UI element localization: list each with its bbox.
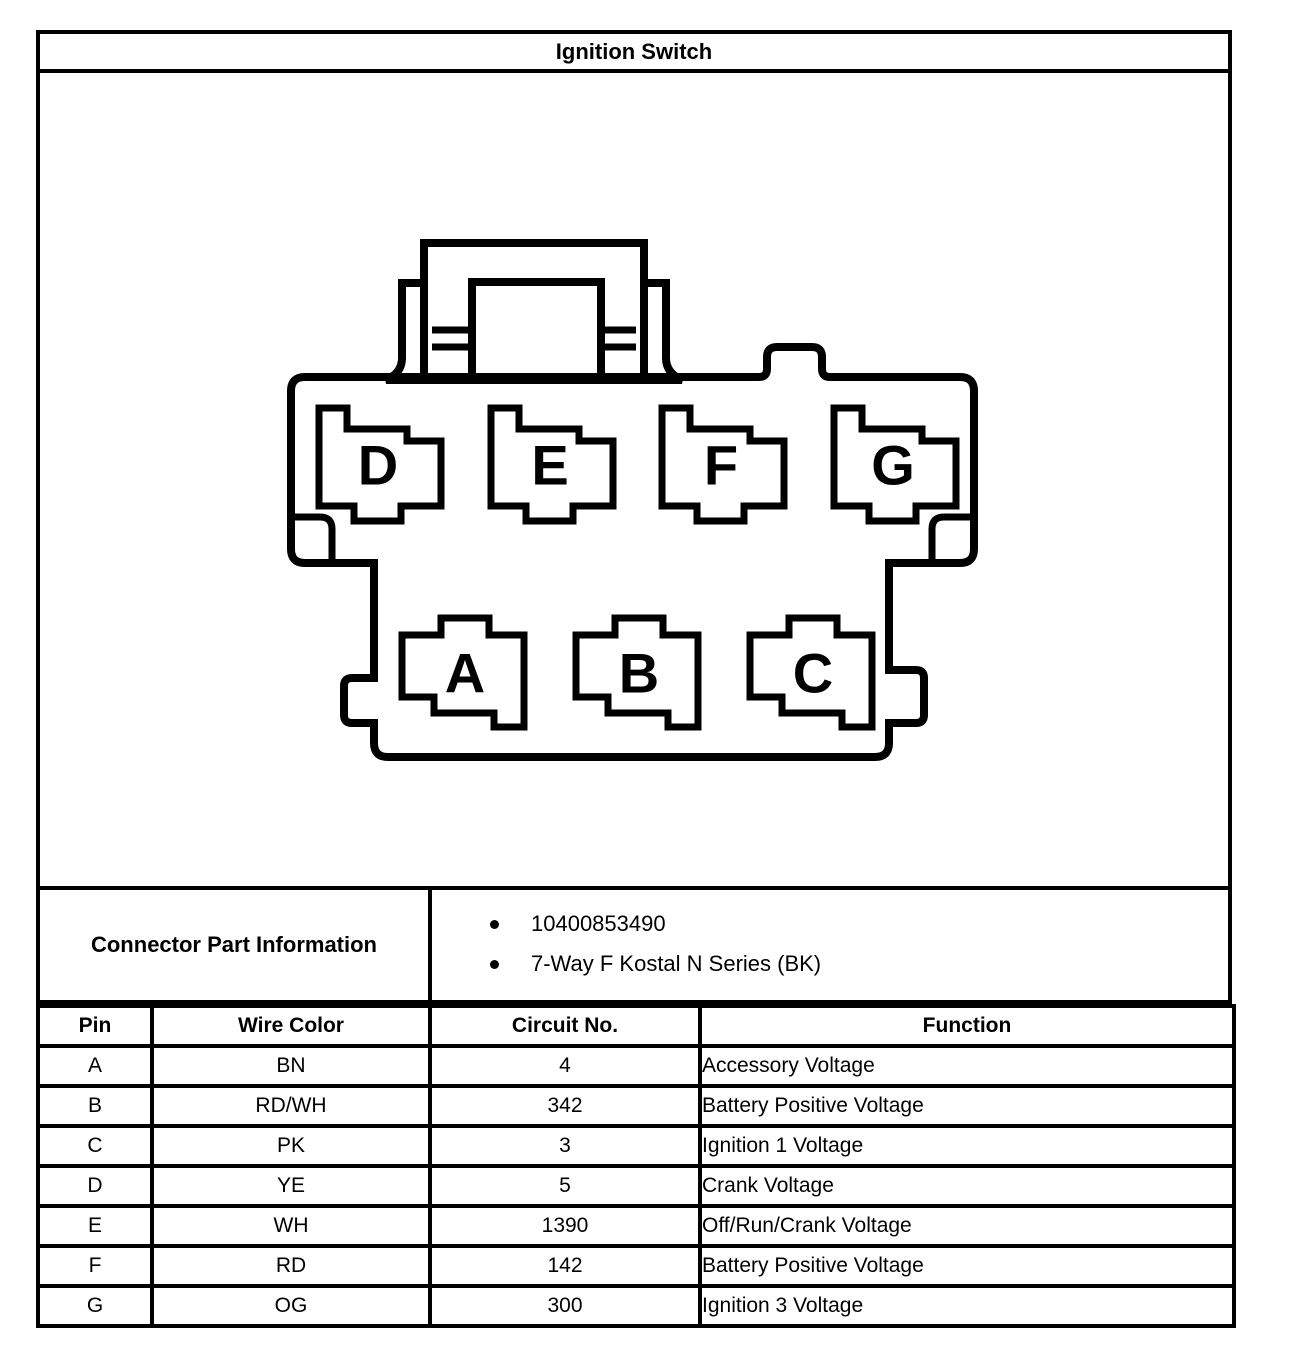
pin-label: B [619,642,659,705]
document-title-bar: Ignition Switch [36,30,1232,73]
header-pin: Pin [36,1004,154,1048]
pin-table-header-row: Pin Wire Color Circuit No. Function [36,1004,1236,1048]
bullet-item: 10400853490 [490,904,1228,944]
table-cell: G [36,1284,154,1328]
header-function: Function [698,1004,1236,1048]
pin-cavity-shape [746,614,876,731]
pin-label: F [704,434,738,497]
connector-part-info-label-cell: Connector Part Information [40,890,432,1000]
pin-label: A [445,642,485,705]
pin-cavity-shape [487,404,617,525]
connector-part-info-values-cell: 10400853490 7-Way F Kostal N Series (BK) [432,890,1228,1000]
table-cell: 3 [428,1124,702,1168]
pin-cavity-shape [830,404,960,525]
table-cell: Battery Positive Voltage [698,1084,1236,1128]
pin-label: E [531,434,568,497]
table-cell: 300 [428,1284,702,1328]
table-cell: RD/WH [150,1084,432,1128]
pin-F: F [658,404,788,525]
corner-key-right [928,513,974,563]
table-cell: Battery Positive Voltage [698,1244,1236,1288]
connector-part-info-row: Connector Part Information 10400853490 7… [36,890,1232,1004]
table-cell: C [36,1124,154,1168]
table-cell: 5 [428,1164,702,1208]
document-title: Ignition Switch [555,38,713,64]
table-cell: B [36,1084,154,1128]
bullet-icon [490,959,499,969]
header-wire-color: Wire Color [150,1004,432,1048]
pin-cavity-shape [315,404,445,525]
table-cell: RD [150,1244,432,1288]
table-cell: OG [150,1284,432,1328]
table-cell: Accessory Voltage [698,1044,1236,1088]
table-cell: BN [150,1044,432,1088]
corner-key-left [291,513,336,563]
bullet-item: 7-Way F Kostal N Series (BK) [490,944,1228,984]
connector-series: 7-Way F Kostal N Series (BK) [531,951,822,976]
connector-diagram-svg: D E F G A B C [287,239,978,761]
table-cell: PK [150,1124,432,1168]
pin-D: D [315,404,445,525]
table-cell: YE [150,1164,432,1208]
pin-cavity-shape [572,614,702,731]
pin-label: G [871,434,915,497]
table-cell: E [36,1204,154,1248]
pin-label: D [358,434,398,497]
pin-E: E [487,404,617,525]
connector-body-outline [287,343,978,761]
bullet-icon [490,919,499,929]
pin-B: B [572,614,702,731]
table-cell: Crank Voltage [698,1164,1236,1208]
table-cell: Off/Run/Crank Voltage [698,1204,1236,1248]
table-cell: 1390 [428,1204,702,1248]
latch-slot-lines [432,326,636,351]
table-cell: A [36,1044,154,1088]
pin-cavity-shape [398,614,528,731]
part-number: 10400853490 [531,911,666,936]
connector-part-info-label: Connector Part Information [90,932,377,957]
connector-diagram-panel: D E F G A B C [36,73,1232,890]
table-cell: Ignition 3 Voltage [698,1284,1236,1328]
table-cell: 342 [428,1084,702,1128]
pin-G: G [830,404,960,525]
pins-layer: D E F G A B C [315,404,960,731]
pin-C: C [746,614,876,731]
table-cell: 4 [428,1044,702,1088]
pin-A: A [398,614,528,731]
table-cell: D [36,1164,154,1208]
latch-inner-rect [468,278,605,384]
table-cell: F [36,1244,154,1288]
table-cell: WH [150,1204,432,1248]
table-cell: 142 [428,1244,702,1288]
pin-label: C [793,642,833,705]
table-cell: Ignition 1 Voltage [698,1124,1236,1168]
pin-cavity-shape [658,404,788,525]
header-circuit-no: Circuit No. [428,1004,702,1048]
